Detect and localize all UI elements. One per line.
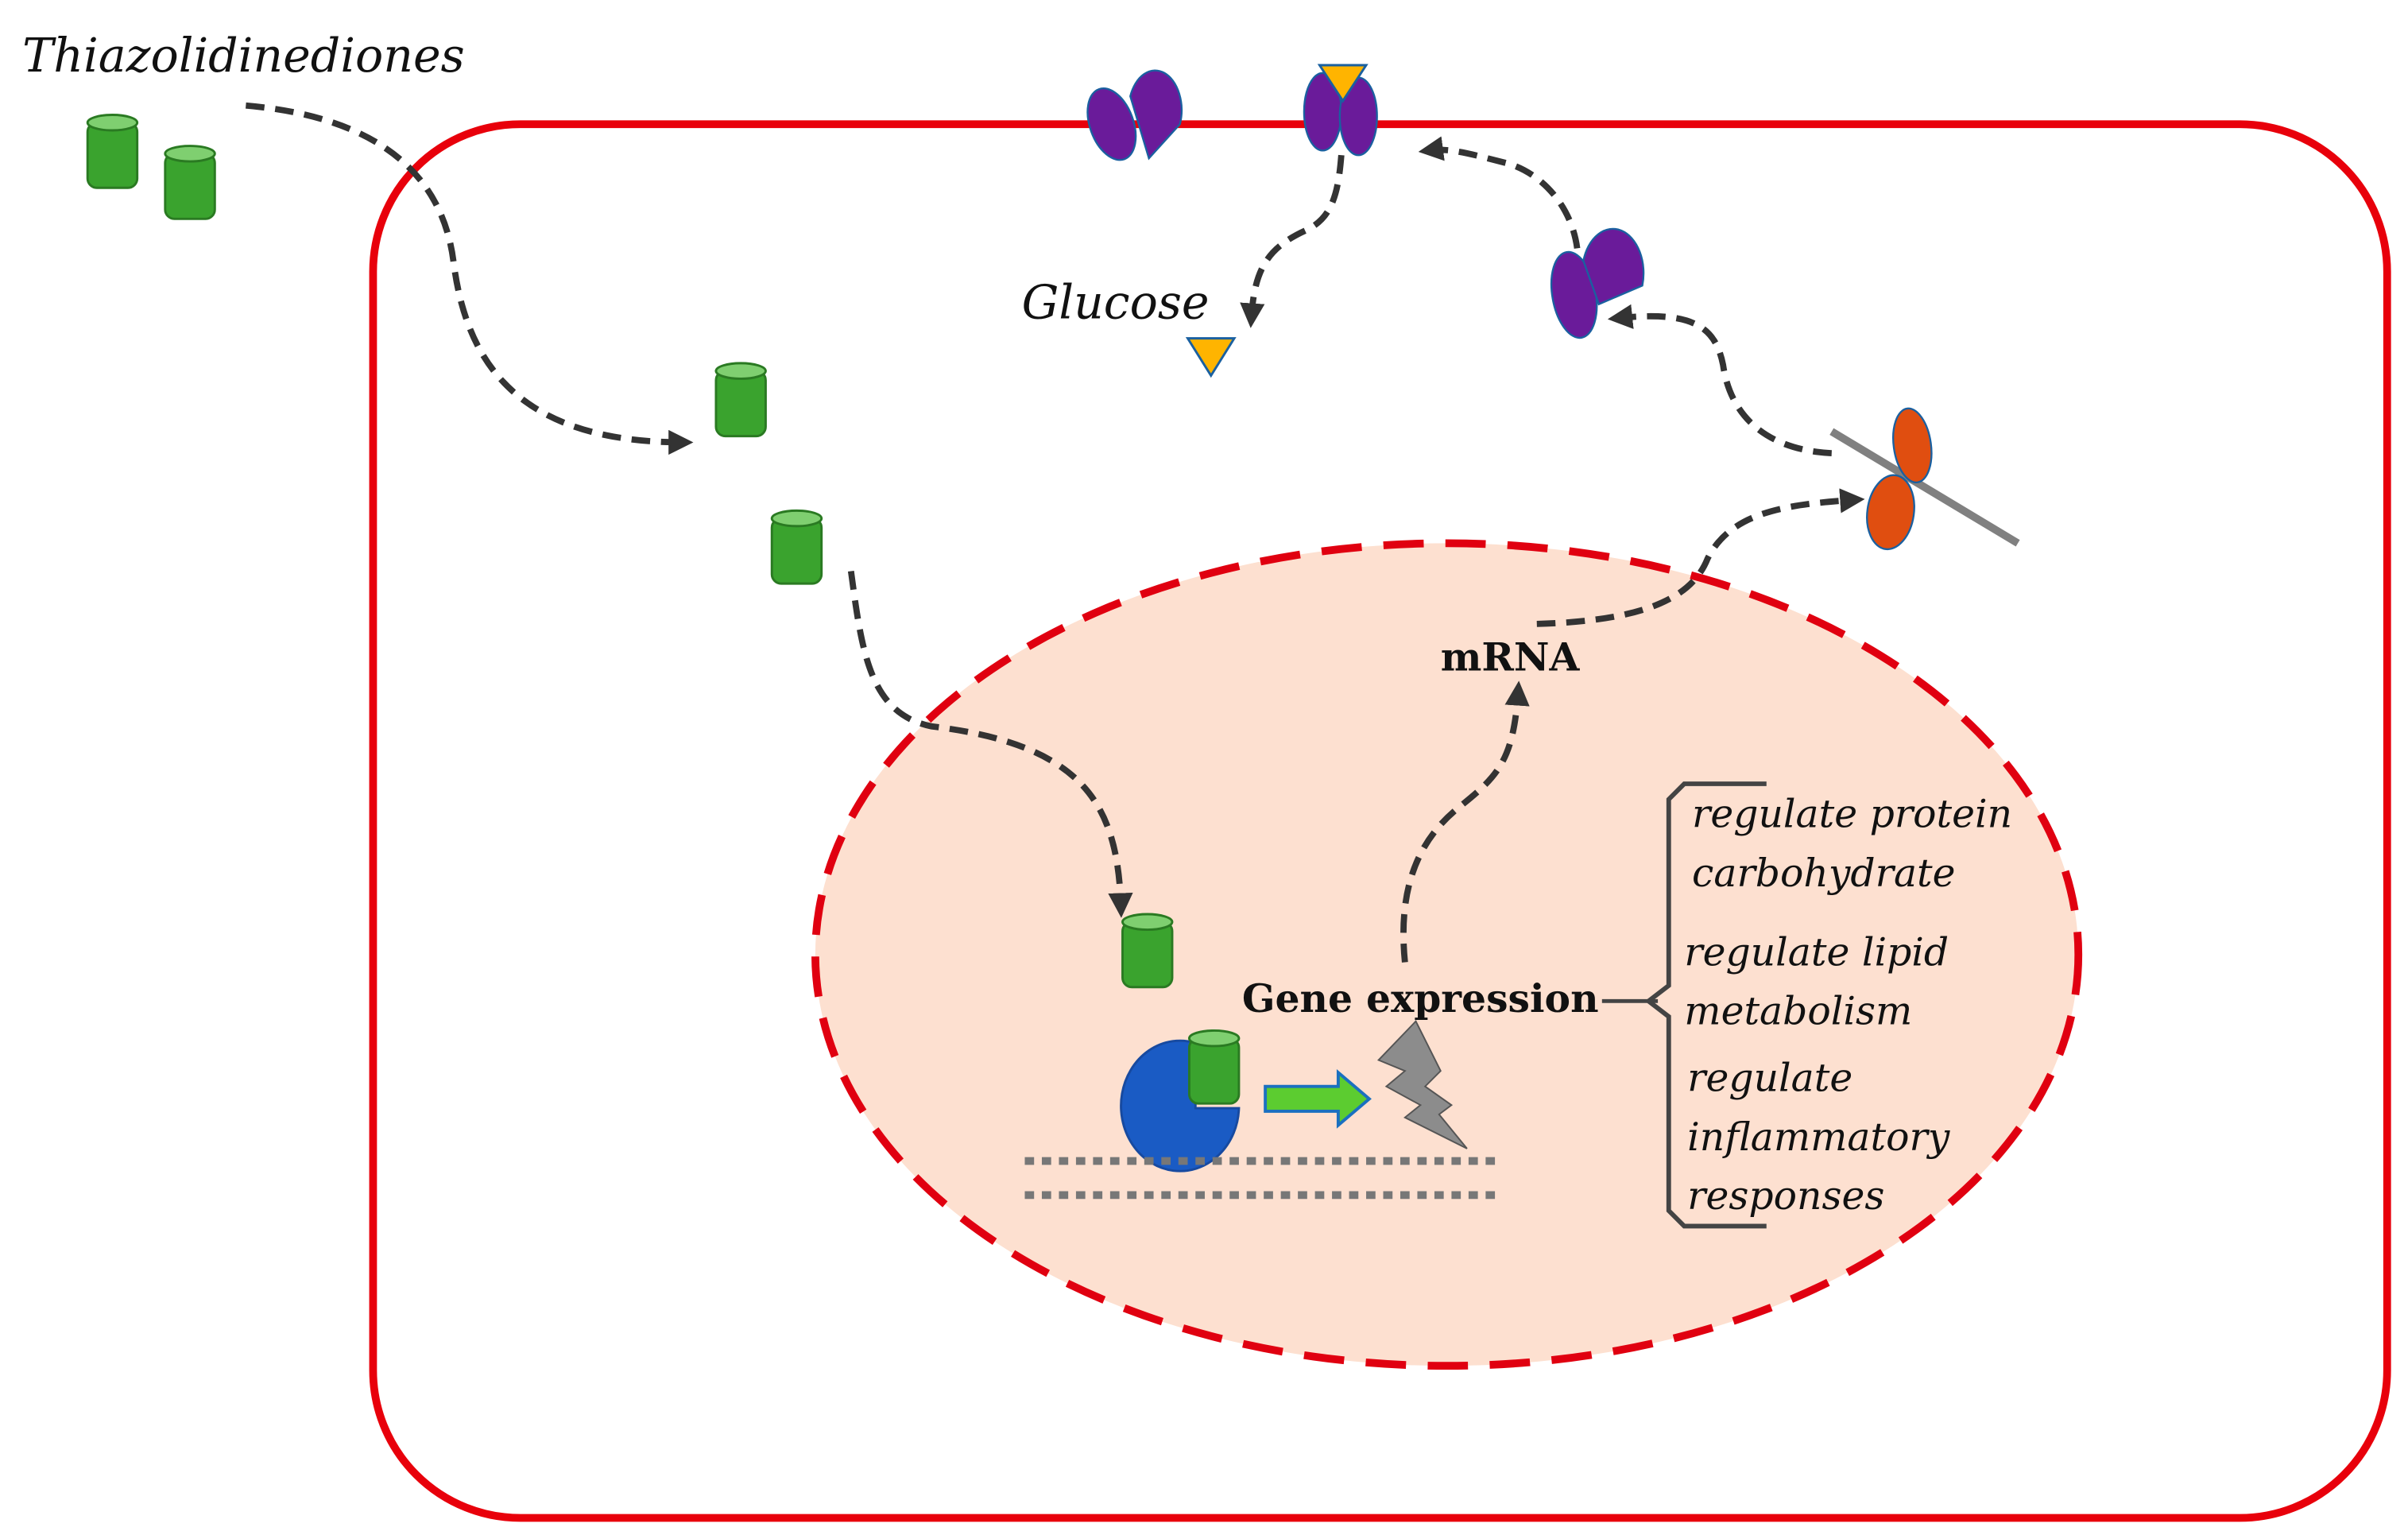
drug-molecule-nucleus xyxy=(1121,913,1174,989)
glucose-entry-arrow xyxy=(1240,154,1345,328)
drug-entry-arrow xyxy=(246,102,694,455)
ribosome-small-subunit xyxy=(1892,407,1933,484)
glut4-transporter-vesicle xyxy=(1550,227,1645,339)
lightning-icon xyxy=(1376,1020,1468,1149)
ppar-receptor xyxy=(1120,1039,1241,1173)
drug-nuclear-arrow xyxy=(847,570,1133,918)
cell-membrane xyxy=(369,120,2391,1522)
gene-to-mrna-arrow xyxy=(1400,680,1530,963)
mrna-strand xyxy=(1829,428,2020,547)
mrna-to-ribosome-arrow xyxy=(1536,488,1865,627)
effects-bracket xyxy=(1644,781,1767,1229)
drug-molecule xyxy=(164,145,216,220)
glut4-transporter-active xyxy=(1303,64,1378,157)
drug-molecule xyxy=(86,114,139,189)
ribosome-large-subunit xyxy=(1866,474,1915,551)
drug-label: Thiazolidinediones xyxy=(22,29,465,83)
glucose-molecule xyxy=(1185,337,1237,378)
drug-molecule-cytoplasm xyxy=(770,509,823,585)
glucose-molecule-bound xyxy=(1317,64,1369,103)
mrna-label: mRNA xyxy=(1441,634,1581,680)
glut4-transporter-membrane xyxy=(1086,69,1183,161)
gene-expression-label: Gene expression xyxy=(1242,975,1599,1021)
drug-bound-receptor xyxy=(1187,1029,1241,1105)
transcription-arrow xyxy=(1264,1068,1372,1129)
drug-molecule-cytoplasm xyxy=(714,362,767,438)
ribosome-to-transporter-arrow xyxy=(1607,304,1832,457)
transporter-translocation-arrow xyxy=(1418,136,1581,249)
glucose-label: Glucose xyxy=(1022,275,1210,329)
